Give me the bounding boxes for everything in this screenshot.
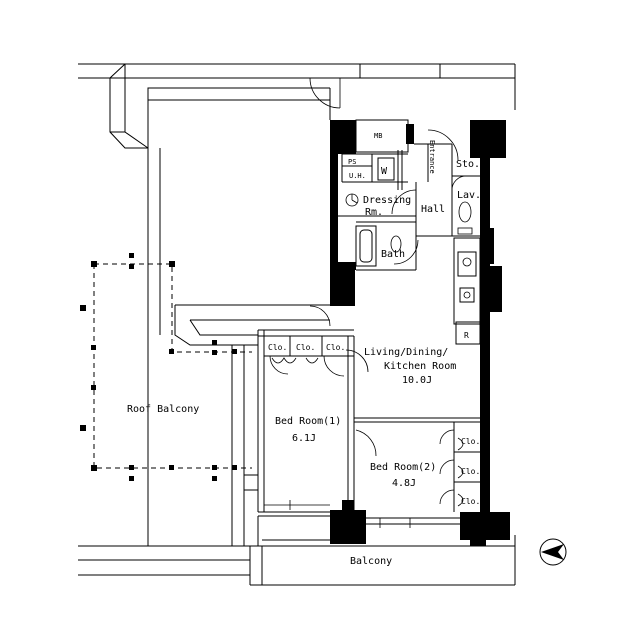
door-swings — [269, 77, 467, 505]
uh-label: U.H. — [349, 172, 366, 180]
closet-label-side-2: Clo. — [461, 467, 480, 476]
refrigerator-label: R — [464, 331, 469, 340]
entrance-label: Entrance — [428, 140, 436, 174]
roof-parapet — [109, 63, 331, 546]
lav-label: Lav. — [457, 190, 481, 201]
bedroom2-label: Bed Room(2) — [370, 462, 436, 473]
site-boundary-lines — [78, 63, 516, 586]
bedroom1-label: Bed Room(1) — [275, 416, 341, 427]
mb-label: MB — [374, 132, 382, 140]
ldk-size: 10.0J — [402, 375, 432, 386]
sto-label: Sto. — [456, 159, 480, 170]
closet-label-top-3: Clo. — [326, 343, 345, 352]
ldk-label-line1: Living/Dining/ — [364, 347, 448, 358]
closet-label-side-3: Clo. — [461, 497, 480, 506]
compass-icon — [539, 538, 567, 566]
roof-balcony-label: Roof Balcony — [127, 404, 199, 415]
roof-balcony-railing — [80, 253, 252, 481]
closet-label-top-2: Clo. — [296, 343, 315, 352]
fixtures — [271, 193, 473, 507]
wc-label: W — [381, 166, 388, 177]
bedroom2-size: 4.8J — [392, 478, 416, 489]
room-labels: Roof Balcony Bed Room(1) 6.1J Bed Room(2… — [127, 132, 481, 567]
dressing-label-line1: Dressing — [363, 195, 411, 206]
ps-label: PS — [348, 158, 356, 166]
dressing-label-line2: Rm. — [365, 207, 383, 218]
balcony-label: Balcony — [350, 556, 392, 567]
hall-label: Hall — [421, 204, 445, 215]
interior-walls — [257, 119, 482, 546]
bath-label: Bath — [381, 249, 405, 260]
bedroom1-size: 6.1J — [292, 433, 316, 444]
ldk-label-line2: Kitchen Room — [384, 361, 456, 372]
structural-walls — [330, 120, 510, 546]
closet-label-top-1: Clo. — [268, 343, 287, 352]
closet-label-side-1: Clo. — [461, 437, 480, 446]
